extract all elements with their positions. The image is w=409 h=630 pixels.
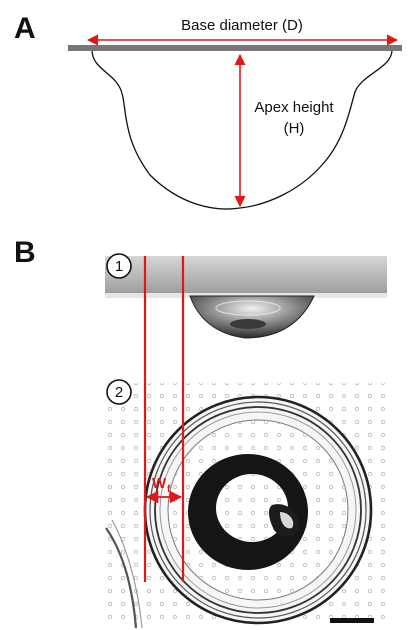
panel-b: B [14,236,387,628]
step-2-label: 2 [115,384,123,401]
panel-a-letter: A [14,12,36,45]
apex-height-label: Apex height [254,99,334,116]
substrate-bar [68,45,402,51]
rim-width-label: W [152,475,167,492]
panel-b-letter: B [14,236,36,269]
scale-bar [330,618,374,623]
droplet-outline [92,50,392,209]
step-1-label: 1 [115,258,123,275]
side-view-micrograph [105,256,387,338]
panel-a: A Base diameter (D) Apex height (H) [14,12,402,209]
top-view-micrograph [105,383,387,628]
base-diameter-label: Base diameter (D) [181,17,303,34]
apex-height-symbol: (H) [284,120,305,137]
